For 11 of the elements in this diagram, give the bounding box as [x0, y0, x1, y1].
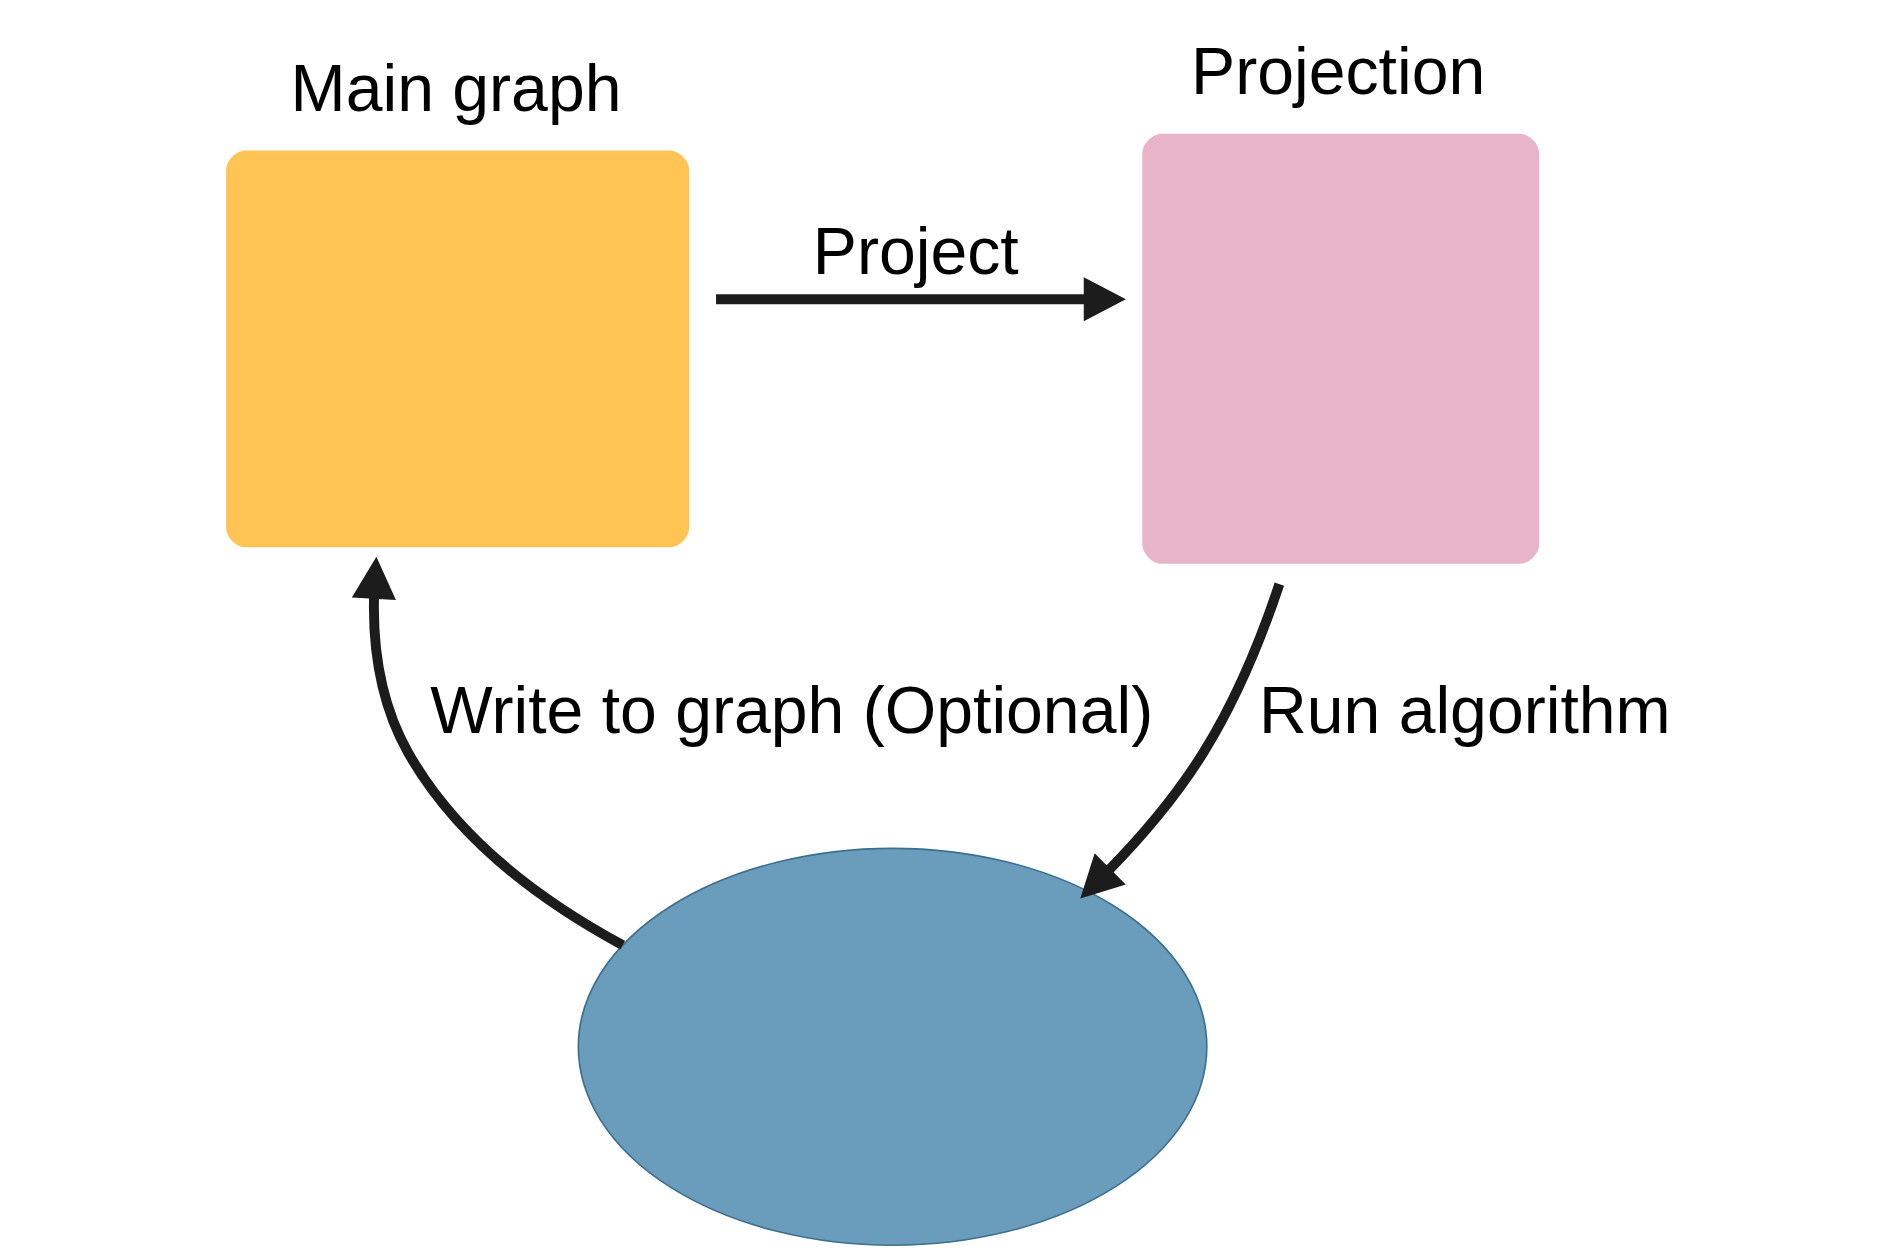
node-label: Main graph: [290, 50, 621, 125]
node-box: [1141, 133, 1539, 564]
arrow: [351, 556, 625, 950]
arrow: [715, 277, 1126, 322]
edge-label: Write to graph (Optional): [429, 672, 1153, 747]
edge-label: Run algorithm: [1258, 672, 1671, 747]
edge-label: Project: [812, 214, 1019, 289]
node-cloud: [577, 847, 1208, 1247]
node-box: [225, 150, 689, 548]
node-label: Projection: [1190, 34, 1485, 109]
arrow: [1079, 582, 1284, 899]
